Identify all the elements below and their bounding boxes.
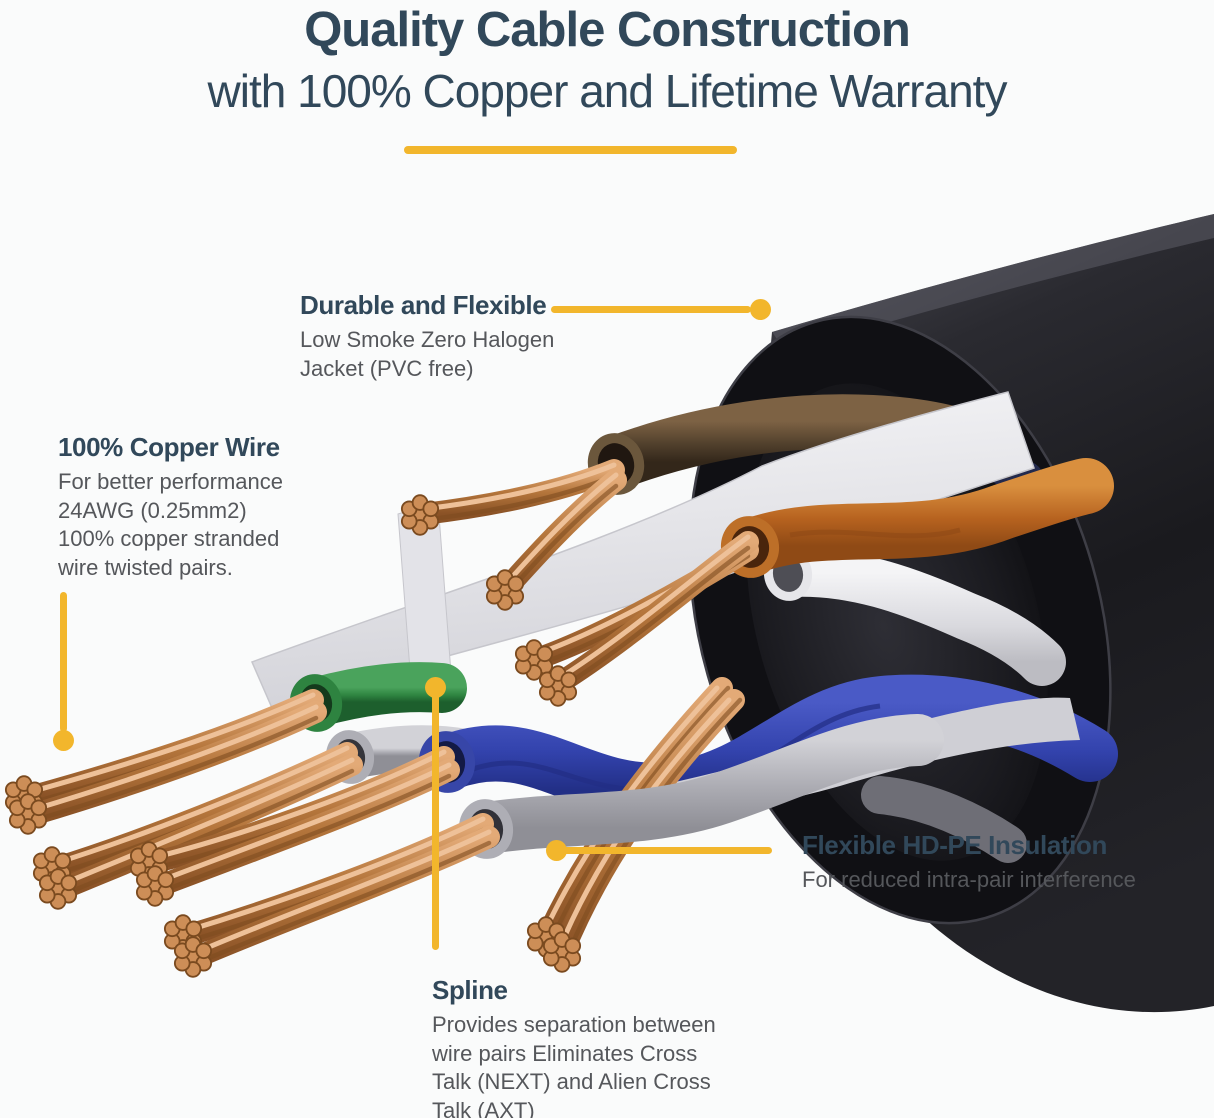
annotation-copper-heading: 100% Copper Wire: [58, 432, 280, 462]
insulation-leader-line: [562, 847, 772, 854]
spline-leader-line: [432, 692, 439, 950]
annotation-copper: 100% Copper Wire For better performance …: [58, 432, 283, 582]
annotation-copper-line: 100% copper stranded: [58, 526, 280, 551]
annotation-insulation: Flexible HD-PE Insulation For reduced in…: [802, 830, 1136, 895]
copper-leader-dot: [53, 730, 74, 751]
annotation-insulation-heading: Flexible HD-PE Insulation: [802, 830, 1107, 860]
annotation-spline-line: Provides separation between: [432, 1012, 716, 1037]
annotation-insulation-line: For reduced intra-pair interference: [802, 867, 1136, 892]
annotation-copper-line: 24AWG (0.25mm2): [58, 497, 247, 523]
annotation-jacket-line: Jacket (PVC free): [300, 355, 474, 381]
annotation-jacket-line: Low Smoke Zero Halogen: [300, 327, 555, 352]
annotation-spline-line: Talk (NEXT) and Alien Cross: [432, 1069, 711, 1094]
page-subtitle: with 100% Copper and Lifetime Warranty: [207, 65, 1008, 117]
page-title: Quality Cable Construction: [304, 3, 911, 57]
title-underline: [404, 146, 737, 154]
annotation-jacket: Durable and Flexible Low Smoke Zero Halo…: [300, 290, 554, 383]
annotation-spline-heading: Spline: [432, 975, 508, 1005]
annotation-copper-line: For better performance: [58, 469, 283, 494]
insulation-leader-dot: [546, 840, 567, 861]
jacket-leader-dot: [750, 299, 771, 320]
annotation-jacket-heading: Durable and Flexible: [300, 290, 547, 320]
jacket-leader-line: [551, 306, 751, 313]
spline-leader-dot: [425, 677, 446, 698]
annotation-spline: Spline Provides separation between wire …: [432, 975, 716, 1118]
annotation-copper-line: wire twisted pairs.: [58, 554, 233, 580]
copper-leader-line: [60, 592, 67, 732]
annotation-spline-line: wire pairs Eliminates Cross: [432, 1040, 698, 1066]
annotation-spline-line: Talk (AXT): [432, 1097, 535, 1118]
